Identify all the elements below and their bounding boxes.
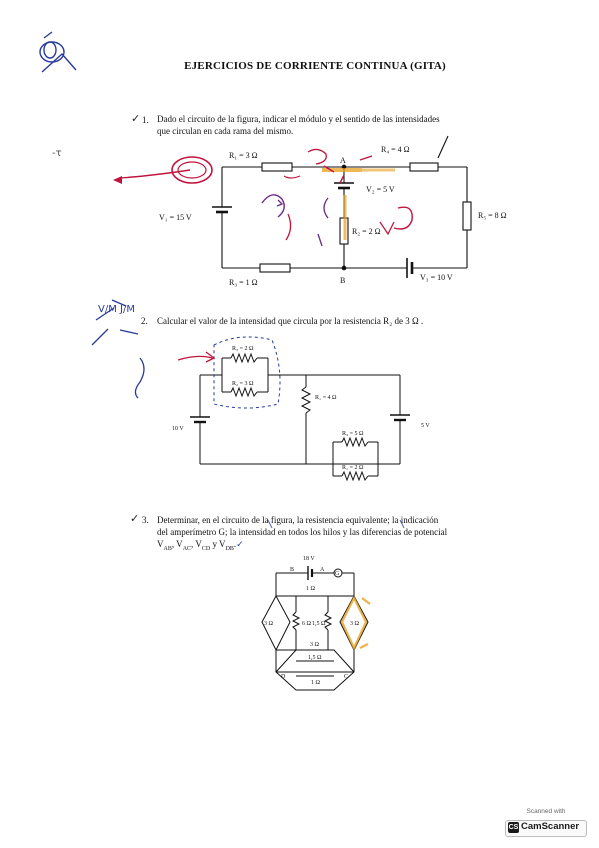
exercise3-line1: Determinar, en el circuito de la figura,… — [157, 515, 439, 525]
label-V2: V₂ = 5 V — [366, 185, 395, 194]
exercise3-number: 3. — [142, 515, 149, 525]
node-C: C — [344, 674, 348, 680]
exercise1-number: 1. — [142, 115, 149, 125]
camscanner-brand: CamScanner — [521, 821, 580, 832]
circuit-3 — [261, 566, 369, 691]
label-R4-5: R₄ = 5 Ω — [342, 431, 364, 437]
handwritten-ratio: V/M J/M — [98, 304, 135, 315]
scanned-with-label: Scanned with — [526, 808, 566, 815]
label-1.5ohm: 1,5 Ω — [312, 621, 326, 627]
node-A: A — [340, 156, 346, 165]
exercise3-line3: VAB, VAC, VCD y VDB.✓ — [157, 539, 244, 552]
camscanner-logo-icon: CS — [508, 822, 519, 833]
label-R2: R₂ = 2 Ω — [352, 227, 381, 236]
node-B: B — [340, 276, 345, 285]
circuit-3-labels: 18 V 1 Ω B A G 3 Ω 6 Ω 1,5 Ω 3 Ω 3 Ω 1,5… — [264, 556, 360, 686]
exercise1-line2: que circulan en cada rama del mismo. — [157, 126, 294, 136]
label-10V: 10 V — [172, 426, 184, 432]
label-R3-2: R₃ = 2 Ω — [232, 346, 254, 352]
label-18V: 18 V — [303, 556, 315, 562]
label-1ohm-battery: 1 Ω — [306, 586, 316, 592]
label-3ohm-right: 3 Ω — [350, 621, 360, 627]
annotations-circuit-1 — [113, 135, 449, 247]
node-D: D — [281, 674, 286, 680]
exercise3-line2: del amperímetro G; la intensidad en todo… — [157, 527, 448, 537]
scribble-top-left — [39, 31, 77, 73]
label-R1: R₁ = 3 Ω — [229, 151, 258, 160]
check-mark: ✓ — [131, 112, 141, 125]
label-1ohm-mid: 1 Ω — [311, 680, 321, 686]
circuit-2-labels: R₃ = 2 Ω R₂ = 3 Ω R₁ = 4 Ω 10 V 5 V R₄ =… — [172, 346, 430, 471]
label-3ohm-left: 3 Ω — [264, 621, 274, 627]
label-R3: R₃ = 1 Ω — [229, 278, 258, 287]
label-5V: 5 V — [421, 423, 430, 429]
exercise1-line1: Dado el circuito de la figura, indicar e… — [157, 114, 440, 124]
label-R4: R₄ = 4 Ω — [381, 145, 410, 154]
annotations-circuit-3 — [267, 519, 405, 651]
label-R5: R₅ = 8 Ω — [478, 211, 507, 220]
camscanner-badge — [505, 820, 587, 837]
exercise2-line1: Calcular el valor de la intensidad que c… — [157, 316, 424, 326]
exercise2-number: 2. — [141, 316, 148, 326]
check-mark: ✓ — [130, 512, 140, 525]
page-title: EJERCICIOS DE CORRIENTE CONTINUA (GITA) — [184, 60, 446, 72]
circuit-1-labels: R₁ = 3 Ω R₄ = 4 Ω A V₂ = 5 V V₁ = 15 V R… — [159, 145, 507, 287]
label-R1-4: R₁ = 4 Ω — [315, 395, 337, 401]
margin-note: -τ — [52, 148, 62, 159]
node-A: A — [320, 567, 325, 573]
label-6ohm: 6 Ω — [302, 621, 312, 627]
label-R2-3: R₂ = 3 Ω — [232, 381, 254, 387]
ammeter-G: G — [335, 571, 340, 577]
label-V1: V₁ = 15 V — [159, 213, 192, 222]
label-R1-2: R₁ = 2 Ω — [342, 465, 364, 471]
annotations-circuit-2: V/M J/M — [91, 299, 216, 399]
label-V3: V₃ = 10 V — [420, 273, 453, 282]
label-1.5ohm-mid: 1,5 Ω — [308, 655, 322, 661]
circuit-2 — [190, 336, 410, 482]
label-3ohm-mid: 3 Ω — [310, 642, 320, 648]
node-B: B — [290, 567, 294, 573]
